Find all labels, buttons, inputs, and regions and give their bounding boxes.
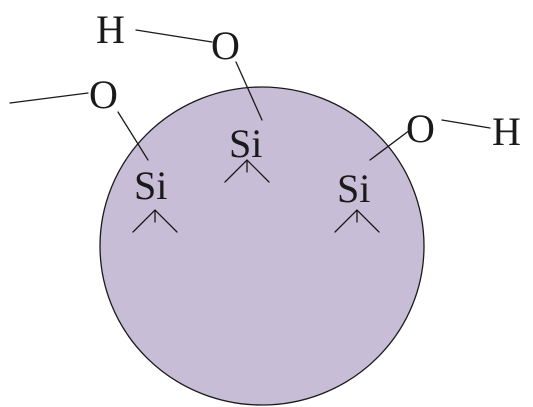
silicon-atom-middle: Si xyxy=(229,121,262,166)
silicon-atom-left: Si xyxy=(134,163,167,208)
hydrogen-atom-top: H xyxy=(96,7,125,52)
oxygen-atom-left: O xyxy=(89,72,118,117)
oxygen-atom-top: O xyxy=(211,23,240,68)
silicon-atom-right: Si xyxy=(337,166,370,211)
hydrogen-atom-right: H xyxy=(492,109,521,154)
bond-o-si-middle xyxy=(235,61,263,121)
lattice-bonds-right xyxy=(334,209,380,233)
bond-h-o-top xyxy=(135,29,213,43)
silica-particle xyxy=(99,86,425,406)
bond-o-si-left xyxy=(117,111,149,161)
oxygen-atom-right: O xyxy=(406,106,435,151)
bond-o-h-right xyxy=(441,119,491,129)
bond-si-o-right xyxy=(369,129,411,161)
bond-left-o-dangling xyxy=(9,92,89,104)
lattice-bonds-middle xyxy=(224,159,270,183)
lattice-bonds-left xyxy=(132,209,178,233)
